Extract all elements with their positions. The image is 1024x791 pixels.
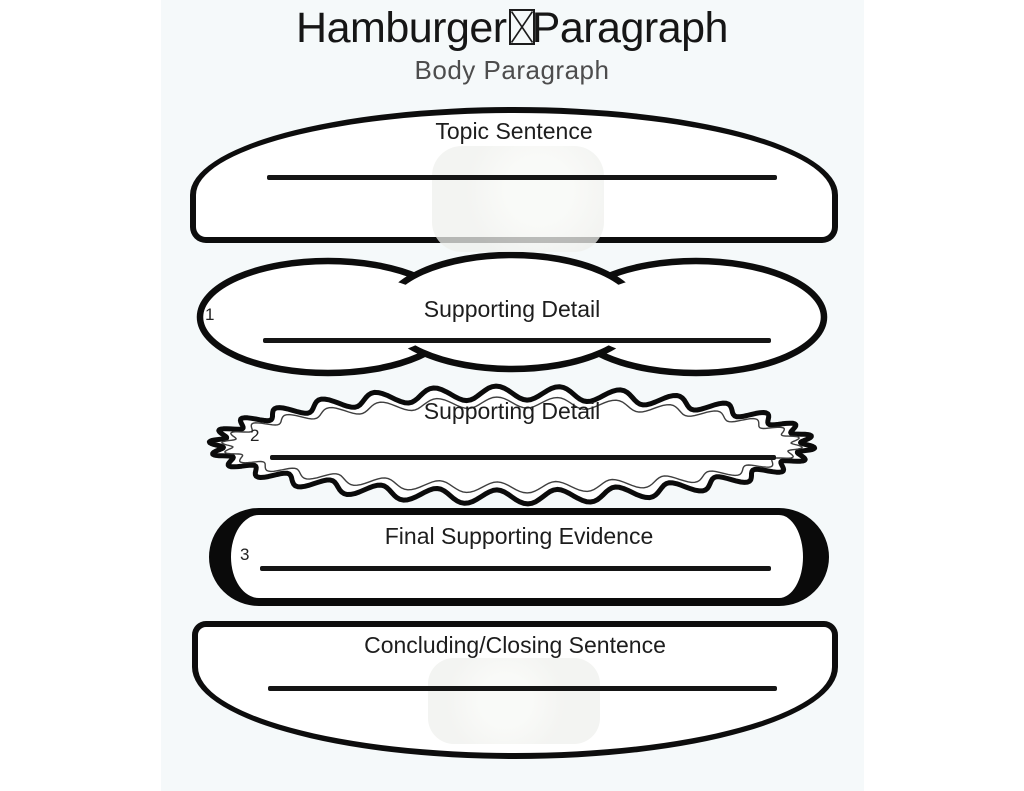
writing-line-detail-1	[263, 338, 771, 343]
topic-sentence-label: Topic Sentence	[435, 118, 593, 144]
writing-line-detail-2	[270, 455, 776, 460]
number-1: 1	[205, 305, 215, 324]
page-title: Hamburger Paragraph	[0, 4, 1024, 53]
watermark-logo-top	[432, 146, 604, 252]
page-subtitle: Body Paragraph	[414, 55, 610, 85]
concluding-sentence-label: Concluding/Closing Sentence	[364, 632, 666, 658]
title-text-left: Hamburger	[296, 4, 507, 52]
writing-line-topic	[267, 175, 777, 180]
writing-line-evidence	[260, 566, 771, 571]
supporting-detail-2-label: Supporting Detail	[423, 398, 601, 424]
patty-shape	[209, 508, 829, 606]
tomato-wavy-shape	[206, 383, 818, 507]
title-text-right: Paragraph	[531, 4, 729, 52]
writing-line-concluding	[268, 686, 777, 691]
final-supporting-evidence-label: Final Supporting Evidence	[384, 523, 654, 549]
number-3: 3	[240, 545, 250, 564]
missing-glyph-box-icon	[508, 9, 535, 45]
watermark-logo-bottom	[428, 658, 600, 744]
tomato-outer-path	[206, 383, 818, 507]
supporting-detail-1-label: Supporting Detail	[423, 296, 601, 322]
tomato-inner-path	[221, 396, 803, 494]
number-2: 2	[250, 426, 260, 445]
